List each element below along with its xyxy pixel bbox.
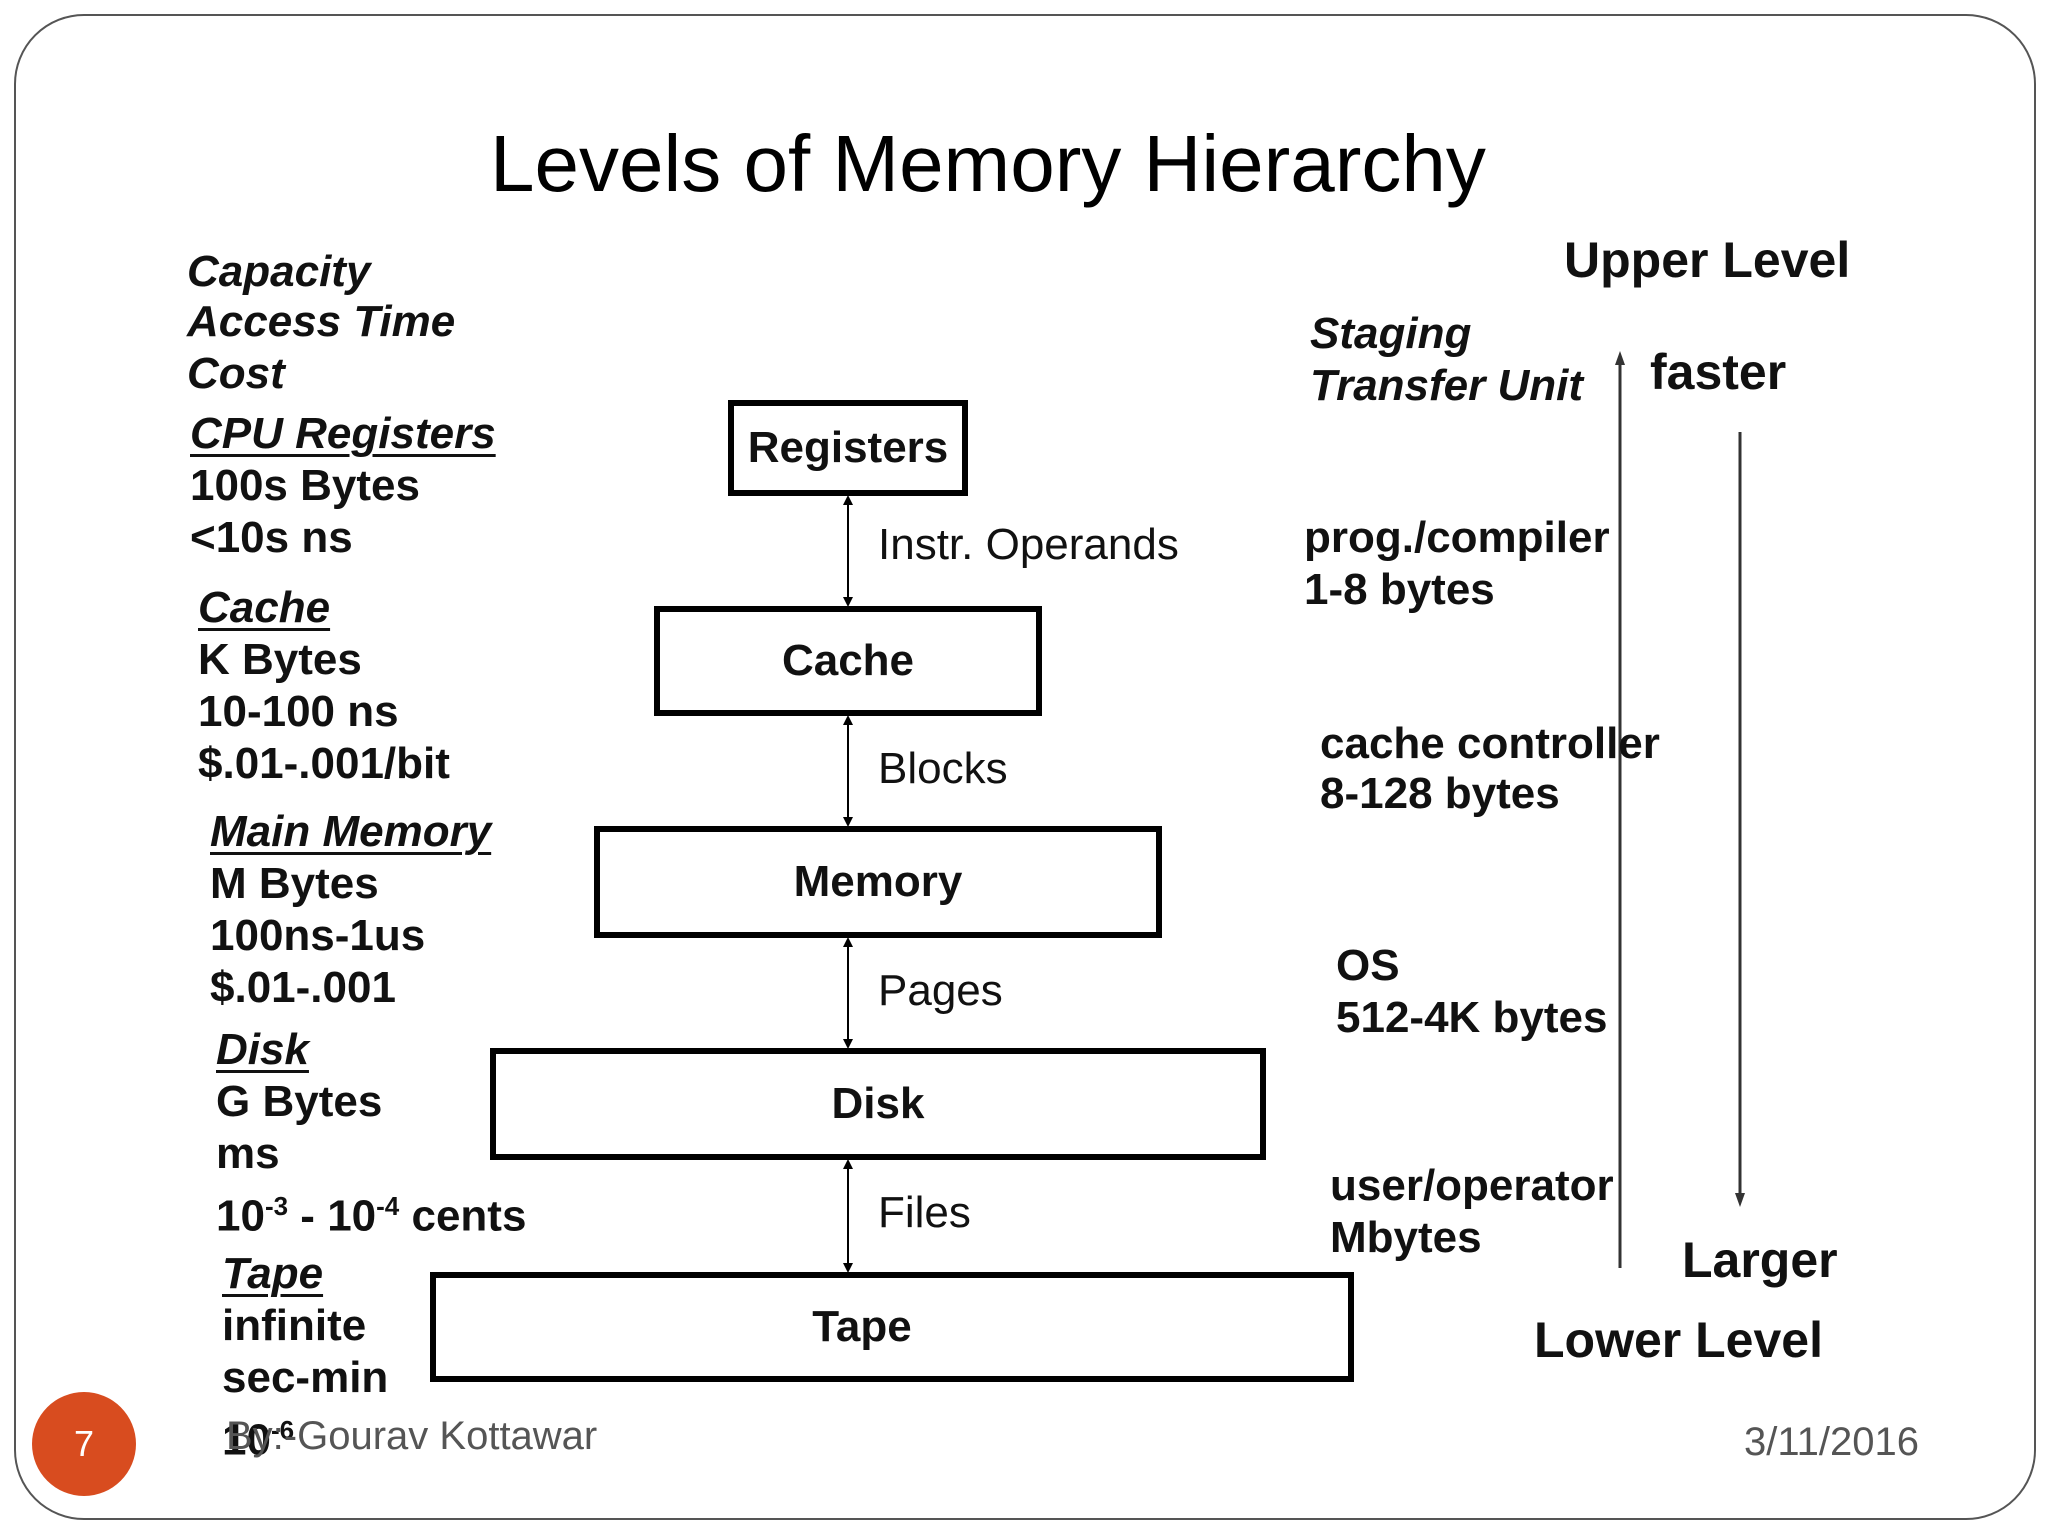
level-capacity-tape: infinite <box>222 1301 367 1350</box>
staging-who-user-operator: user/operator <box>1330 1161 1614 1210</box>
level-cost-disk: 10-3 - 10-4 cents <box>216 1191 527 1241</box>
transfer-label-instr-operands: Instr. Operands <box>878 520 1179 569</box>
level-capacity-registers: 100s Bytes <box>190 461 420 510</box>
level-name-registers: CPU Registers <box>190 409 496 458</box>
box-tape: Tape <box>430 1272 1354 1382</box>
staging-size-user-operator: Mbytes <box>1330 1213 1482 1262</box>
right-header-staging: Staging <box>1310 309 1472 358</box>
author-footer: By:-Gourav Kottawar <box>226 1414 598 1458</box>
slide-title: Levels of Memory Hierarchy <box>490 119 1486 208</box>
level-cost-tape: 10-6 <box>222 1415 295 1465</box>
level-access-main-memory: 100ns-1us <box>210 911 426 960</box>
level-capacity-main-memory: M Bytes <box>210 859 379 908</box>
left-header-access-time: Access Time <box>187 297 456 346</box>
slide-number: 7 <box>73 1423 95 1464</box>
box-registers: Registers <box>728 400 968 496</box>
faster-label: faster <box>1650 344 1787 400</box>
level-access-cache: 10-100 ns <box>198 687 399 736</box>
level-name-disk: Disk <box>216 1025 309 1074</box>
level-access-registers: <10s ns <box>190 513 353 562</box>
staging-who-cache-controller: cache controller <box>1320 719 1660 768</box>
level-cost-main-memory: $.01-.001 <box>210 963 396 1012</box>
date-footer: 3/11/2016 <box>1744 1420 1919 1464</box>
box-disk: Disk <box>490 1048 1266 1160</box>
level-access-tape: sec-min <box>222 1353 389 1402</box>
transfer-label-blocks: Blocks <box>878 744 1008 793</box>
slide-frame <box>14 14 2036 1520</box>
transfer-label-pages: Pages <box>878 966 1003 1015</box>
level-access-disk: ms <box>216 1129 280 1178</box>
left-header-cost: Cost <box>187 349 285 398</box>
box-memory: Memory <box>594 826 1162 938</box>
level-name-tape: Tape <box>222 1249 324 1298</box>
left-header-capacity: Capacity <box>187 247 371 296</box>
staging-who-os: OS <box>1336 941 1400 990</box>
upper-level-label: Upper Level <box>1564 232 1851 288</box>
lower-level-label: Lower Level <box>1534 1312 1823 1368</box>
staging-size-prog-compiler: 1-8 bytes <box>1304 565 1495 614</box>
level-capacity-disk: G Bytes <box>216 1077 383 1126</box>
level-capacity-cache: K Bytes <box>198 635 362 684</box>
box-cache: Cache <box>654 606 1042 716</box>
slide-number-badge: 7 <box>32 1392 136 1496</box>
level-name-main-memory: Main Memory <box>210 807 492 856</box>
staging-who-prog-compiler: prog./compiler <box>1304 513 1610 562</box>
level-cost-cache: $.01-.001/bit <box>198 739 450 788</box>
larger-label: Larger <box>1682 1232 1838 1288</box>
right-header-transfer-unit: Transfer Unit <box>1310 361 1584 410</box>
staging-size-os: 512-4K bytes <box>1336 993 1608 1042</box>
staging-size-cache-controller: 8-128 bytes <box>1320 769 1560 818</box>
level-name-cache: Cache <box>198 583 331 632</box>
transfer-label-files: Files <box>878 1188 971 1237</box>
